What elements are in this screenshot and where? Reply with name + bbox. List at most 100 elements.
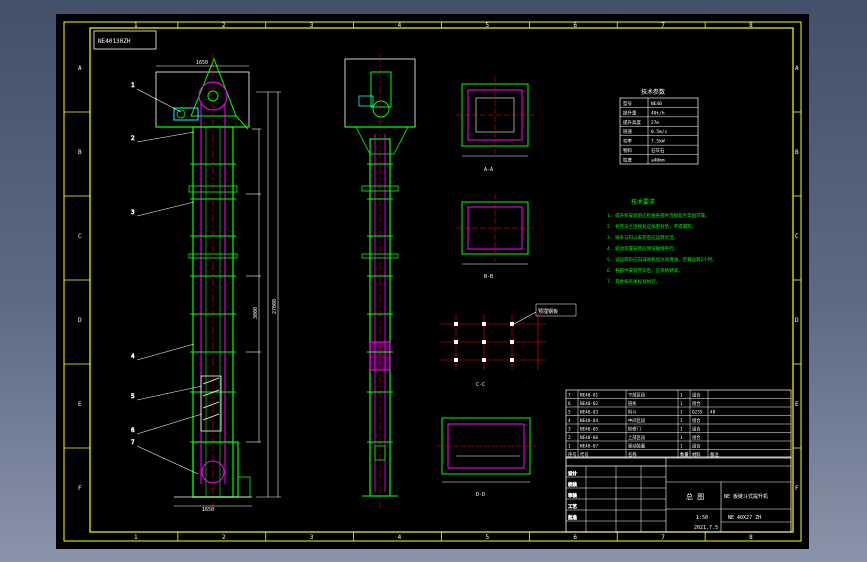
zone-col-label: 8 <box>749 22 753 29</box>
parts-list-cell: 组合 <box>692 434 701 441</box>
title-block-product: NE 板链斗式提升机 <box>724 493 768 500</box>
zone-col-label: 6 <box>573 534 577 541</box>
tech-req-line: 3. 链条与料斗安装后应运转灵活。 <box>607 234 678 241</box>
tech-param-value: NE40 <box>651 101 662 107</box>
tech-param-name: 提升高度 <box>623 119 641 126</box>
parts-list-cell: 料斗 <box>628 409 637 416</box>
zone-col-label: 2 <box>222 22 226 29</box>
parts-list-cell: 1 <box>680 427 683 433</box>
zone-row-label: D <box>78 317 82 324</box>
zone-col-label: 7 <box>661 22 665 29</box>
zone-col-label: 5 <box>485 534 489 541</box>
parts-list-header: 名称 <box>628 451 637 458</box>
parts-list-cell: NE40-07 <box>580 444 599 450</box>
title-block-cell: 校核 <box>568 481 577 488</box>
tech-param-name: 物料 <box>623 147 632 154</box>
tech-param-value: ≤40mm <box>651 158 665 164</box>
dim-upper-width: 1650 <box>196 60 208 66</box>
view-label-cc: C-C <box>476 382 485 388</box>
tech-param-name: 链速 <box>623 128 632 135</box>
section-views: A-A B-B 预埋钢板 C-C D- <box>436 76 577 498</box>
parts-list-cell: 中间区段 <box>628 417 646 424</box>
parts-list-cell: 组合 <box>692 417 701 424</box>
title-block-cell: 批准 <box>568 514 577 521</box>
item-callout: 4 <box>131 353 135 360</box>
zone-col-label: 7 <box>661 534 665 541</box>
tech-req-line: 5. 试运转前应向减速机加注润滑油，空载运转2小时。 <box>607 256 717 263</box>
item-callout: 6 <box>131 427 135 434</box>
zone-col-label: 3 <box>310 534 314 541</box>
tech-param-value: 27m <box>651 120 659 126</box>
zone-row-label: B <box>78 149 82 156</box>
zone-col-label: 8 <box>749 534 753 541</box>
zone-row-label: C <box>795 233 799 240</box>
title-block-date: 2021.7.5 <box>694 525 718 531</box>
zone-col-label: 4 <box>398 534 402 541</box>
parts-list-cell: 链条 <box>628 400 637 407</box>
title-block-title: 总 图 <box>686 492 704 501</box>
item-callout: 1 <box>131 82 135 89</box>
parts-list-cell: 检修门 <box>628 426 641 433</box>
tech-param-name: 粒度 <box>623 157 632 164</box>
parts-list-cell: 6 <box>568 401 571 407</box>
drawing-number-stamp: NE40130ZH <box>98 38 131 45</box>
parts-list-cell: 2 <box>568 435 571 441</box>
title-block-cell: 工艺 <box>568 504 577 510</box>
parts-list-cell: NE40-03 <box>580 410 599 416</box>
zone-row-label: A <box>795 65 799 72</box>
item-callout: 2 <box>131 135 135 142</box>
parts-list-cell: 1 <box>680 401 683 407</box>
zone-row-label: B <box>795 149 799 156</box>
zone-row-label: A <box>78 65 82 72</box>
view-label-bb: B-B <box>484 274 493 280</box>
parts-list-cell: 1 <box>680 444 683 450</box>
title-block-scale: 1:50 <box>696 515 708 521</box>
stamp-box <box>93 30 157 50</box>
outer-frame <box>63 21 802 542</box>
item-callout: 5 <box>131 393 135 400</box>
tech-param-value: 石灰石 <box>651 147 665 154</box>
parts-list-cell: 组合 <box>692 443 701 450</box>
item-callout: 7 <box>131 439 135 446</box>
dim-bottom-width: 1650 <box>202 507 214 513</box>
parts-list-header: 备注 <box>710 451 719 458</box>
parts-list-header: 代号 <box>580 451 589 458</box>
parts-list-cell: 1 <box>680 393 683 399</box>
tech-param-value: 0.5m/s <box>651 129 668 135</box>
parts-list-cell: 组合 <box>692 400 701 407</box>
parts-list-cell: 7 <box>568 393 571 399</box>
parts-list-cell: 4 <box>568 418 571 424</box>
zone-col-label: 1 <box>134 22 138 29</box>
parts-list-cell: 48 <box>710 410 716 416</box>
tech-param-name: 型号 <box>623 100 632 107</box>
parts-list-cell: NE40-06 <box>580 435 599 441</box>
parts-list-cell: Q235 <box>692 410 703 416</box>
parts-list-cell: NE40-02 <box>580 401 599 407</box>
tech-req-line: 4. 驱动装置安装应保证轴线平行。 <box>607 245 678 252</box>
title-block-drawing-no: NE 40X27 ZH <box>728 515 761 521</box>
item-callout: 3 <box>131 209 135 216</box>
zone-row-label: E <box>78 401 82 408</box>
parts-list-cell: NE40-01 <box>580 393 599 399</box>
parts-list-cell: 1 <box>680 410 683 416</box>
zone-col-label: 5 <box>485 22 489 29</box>
view-label-dd: D-D <box>476 492 485 498</box>
zone-col-label: 6 <box>573 22 577 29</box>
tech-param-value: 7.5kW <box>651 139 665 145</box>
zone-row-label: C <box>78 233 82 240</box>
tech-param-name: 提升量 <box>623 109 637 116</box>
zone-col-label: 2 <box>222 534 226 541</box>
tech-req-line: 7. 其余按有关标准执行。 <box>607 278 660 285</box>
parts-list-cell: NE40-05 <box>580 427 599 433</box>
tech-req-line: 2. 机壳法兰连接处应加密封垫，不得漏灰。 <box>607 223 696 230</box>
zone-row-label: D <box>795 317 799 324</box>
zone-col-label: 1 <box>134 534 138 541</box>
tech-table-title: 技术参数 <box>641 88 665 96</box>
parts-list-header: 材料 <box>692 451 701 458</box>
zone-col-label: 4 <box>398 22 402 29</box>
